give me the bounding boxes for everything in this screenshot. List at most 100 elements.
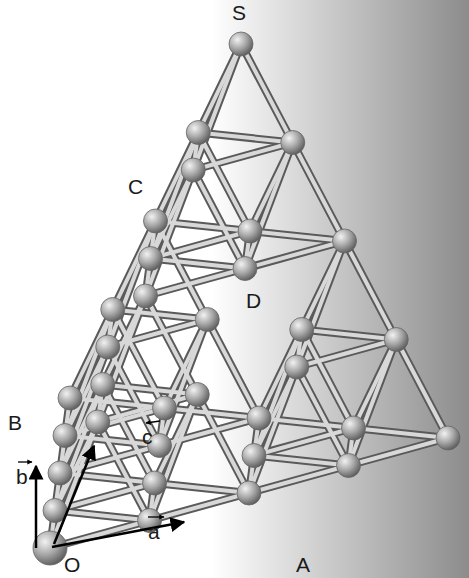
rod <box>193 143 293 171</box>
lattice-vectors <box>18 421 184 548</box>
rod <box>302 330 354 429</box>
vertex-label: D <box>246 290 261 311</box>
rod <box>345 241 397 340</box>
rod <box>103 385 155 484</box>
over-arrow <box>146 421 160 423</box>
rod <box>150 493 250 521</box>
sphere <box>242 444 266 468</box>
rod <box>302 330 397 340</box>
over-arrow <box>148 516 164 517</box>
sphere <box>58 386 82 410</box>
rod <box>349 438 449 466</box>
vector-b <box>35 466 38 548</box>
rod <box>250 231 345 241</box>
rod <box>70 398 165 408</box>
rod <box>254 330 302 456</box>
sphere <box>333 229 357 253</box>
rod <box>55 511 150 521</box>
sphere <box>337 454 361 478</box>
sphere <box>233 257 257 281</box>
sphere <box>48 461 72 485</box>
sphere <box>96 335 120 359</box>
sphere <box>186 121 210 145</box>
sphere <box>153 396 177 420</box>
rod <box>151 259 246 269</box>
rod <box>146 269 246 297</box>
rod <box>354 340 397 429</box>
sphere <box>290 318 314 342</box>
rod <box>113 310 165 409</box>
rod <box>245 241 345 269</box>
rod <box>297 340 397 368</box>
rod <box>245 143 293 269</box>
sphere <box>144 209 168 233</box>
vertex-label: C <box>128 176 143 197</box>
rod <box>150 493 250 521</box>
rod <box>259 418 354 428</box>
rod <box>254 456 349 466</box>
rod <box>250 143 293 232</box>
rod <box>113 310 208 320</box>
rod <box>146 296 198 395</box>
rod <box>302 330 397 340</box>
rod <box>297 241 345 367</box>
rod <box>193 143 293 171</box>
rod <box>198 133 250 232</box>
rod <box>60 446 160 474</box>
sphere <box>86 410 110 434</box>
rod <box>193 44 241 170</box>
rod <box>193 170 245 269</box>
rod <box>198 133 293 143</box>
sphere <box>143 471 167 495</box>
rod <box>297 367 349 466</box>
vector-c <box>54 446 94 544</box>
rod <box>103 385 155 484</box>
vertex-label: S <box>232 2 246 23</box>
rod <box>198 133 250 232</box>
rod <box>155 483 250 493</box>
rod <box>302 330 354 429</box>
sphere <box>237 481 261 505</box>
rod <box>245 143 293 269</box>
rod <box>197 395 249 494</box>
vector-label: a <box>148 521 160 542</box>
sphere <box>238 219 262 243</box>
sphere <box>53 424 77 448</box>
sphere <box>101 298 125 322</box>
spheres <box>33 32 460 565</box>
rods <box>50 44 448 548</box>
sphere <box>247 406 271 430</box>
over-arrow <box>18 461 32 462</box>
sphere <box>134 284 158 308</box>
vector-a <box>52 522 184 547</box>
rod <box>98 422 150 521</box>
rod <box>297 367 349 466</box>
rod <box>293 143 345 242</box>
origin-label: O <box>64 554 80 575</box>
sphere <box>281 131 305 155</box>
rod <box>193 170 245 269</box>
rod <box>254 428 354 456</box>
sphere <box>33 531 67 565</box>
rod <box>155 483 250 493</box>
rod <box>349 340 397 466</box>
rod <box>198 44 241 133</box>
rod <box>151 133 199 259</box>
rod <box>156 221 251 231</box>
rod <box>354 428 449 438</box>
vector-label: c <box>142 426 153 447</box>
rod <box>354 428 449 438</box>
rod <box>396 340 448 439</box>
vertex-label: A <box>296 554 310 575</box>
vector-label: b <box>16 466 28 487</box>
sphere <box>139 247 163 271</box>
rod <box>245 241 345 269</box>
rod <box>198 44 241 133</box>
sphere <box>185 383 209 407</box>
rod <box>113 310 208 320</box>
rod <box>254 456 349 466</box>
rod <box>396 340 448 439</box>
rod <box>165 408 260 418</box>
rod <box>297 340 397 368</box>
